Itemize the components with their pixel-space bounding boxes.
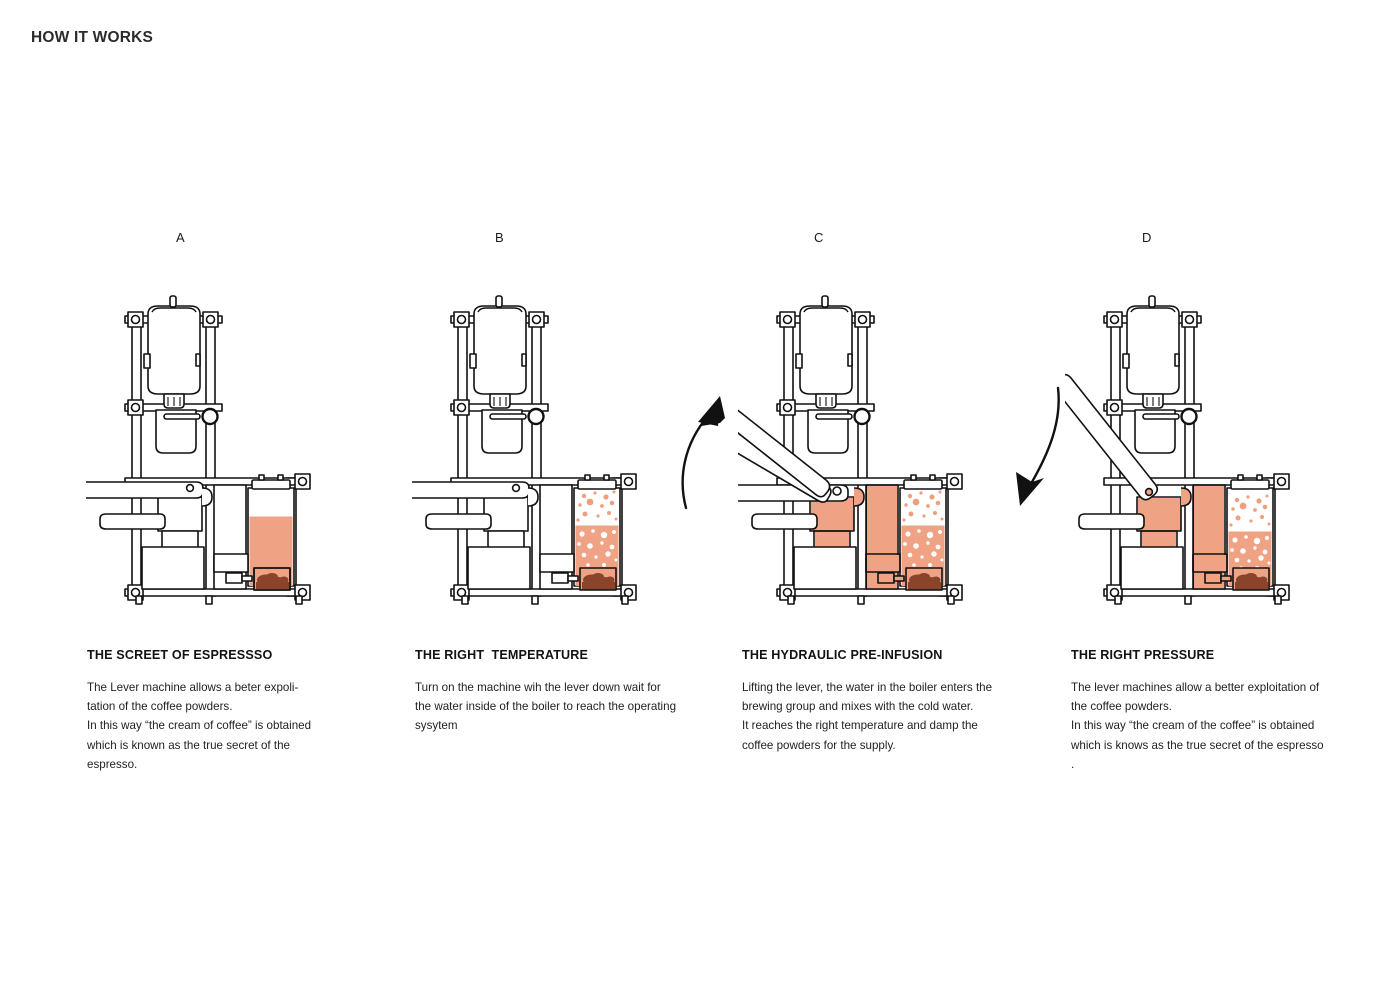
panel-a: A — [82, 0, 412, 990]
caption-title-c: THE HYDRAULIC PRE-INFUSION — [742, 648, 943, 662]
caption-line: the water inside of the boiler to reach … — [415, 700, 677, 714]
page-title: HOW IT WORKS — [31, 29, 154, 46]
caption-line: brewing group and mixes with the cold wa… — [742, 700, 974, 714]
arrow-up-icon — [681, 396, 725, 510]
caption-body-d: The lever machines allow a better exploi… — [1071, 678, 1363, 774]
caption-a: THE SCREET OF ESPRESSSO The Lever machin… — [87, 648, 377, 774]
caption-line: The lever machines allow a better exploi… — [1071, 681, 1320, 694]
caption-c: THE HYDRAULIC PRE-INFUSION Lifting the l… — [742, 648, 1034, 755]
machine-diagram-d — [1065, 292, 1398, 622]
machine-diagram-a — [82, 292, 412, 622]
caption-line: . — [1071, 757, 1075, 771]
caption-title-a: THE SCREET OF ESPRESSSO — [87, 648, 273, 662]
panel-b: B — [412, 0, 742, 990]
machine-diagram-b — [412, 292, 742, 622]
caption-line: sysytem — [415, 719, 458, 733]
lever-machine-illustration-c — [738, 295, 963, 605]
caption-line: the coffee powders. — [1071, 700, 1172, 714]
caption-b: THE RIGHT TEMPERATURE Turn on the machin… — [415, 648, 705, 736]
caption-body-a: The Lever machine allows a beter expoli-… — [87, 678, 377, 774]
caption-line: It reaches the right temperature and dam… — [742, 719, 978, 733]
caption-line: In this way “the cream of the coffee” is… — [1071, 719, 1315, 733]
caption-title-d: THE RIGHT PRESSURE — [1071, 648, 1215, 662]
panel-letter-c: C — [814, 230, 824, 245]
panel-letter-b: B — [495, 230, 504, 245]
caption-line: which is known as the true secret of the — [87, 738, 290, 752]
panel-c: C — [738, 0, 1070, 990]
machine-diagram-c — [738, 292, 1070, 622]
caption-line: In this way “the cream of coffee” is obt… — [87, 719, 312, 733]
arrow-down-icon — [1016, 386, 1060, 506]
caption-line: Lifting the lever, the water in the boil… — [742, 681, 993, 694]
caption-body-b: Turn on the machine wih the lever down w… — [415, 678, 705, 736]
caption-line: Turn on the machine wih the lever down w… — [415, 681, 661, 694]
panel-letter-d: D — [1142, 230, 1152, 245]
caption-line: tation of the coffee powders. — [87, 700, 233, 714]
lever-machine-illustration-a — [86, 295, 311, 605]
lever-machine-illustration-d — [1065, 295, 1290, 605]
caption-line: which is knows as the true secret of the… — [1071, 738, 1324, 752]
caption-body-c: Lifting the lever, the water in the boil… — [742, 678, 1034, 755]
caption-d: THE RIGHT PRESSURE The lever machines al… — [1071, 648, 1363, 774]
caption-title-b: THE RIGHT TEMPERATURE — [415, 648, 589, 662]
panel-d: D — [1065, 0, 1398, 990]
caption-line: The Lever machine allows a beter expoli- — [87, 681, 299, 694]
caption-line: espresso. — [87, 757, 138, 771]
caption-line: coffee powders for the supply. — [742, 738, 896, 752]
lever-machine-illustration-b — [412, 295, 637, 605]
panel-letter-a: A — [176, 230, 185, 245]
